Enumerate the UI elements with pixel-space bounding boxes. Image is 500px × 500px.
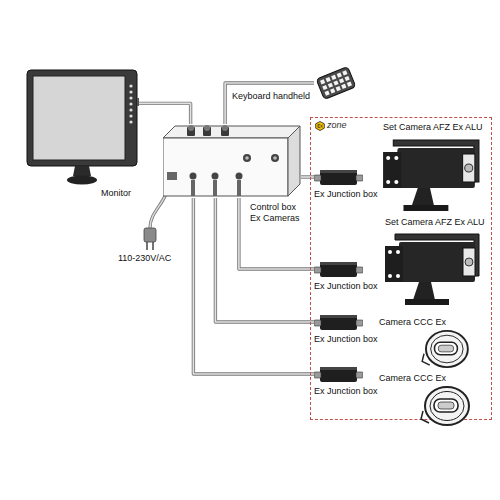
camera-ccc-label: Camera CCC Ex <box>379 317 446 328</box>
cable <box>139 103 191 124</box>
voltage-label: 110-230V/AC <box>118 253 171 264</box>
cable <box>301 177 314 178</box>
junction-box: Ex Junction box <box>314 259 363 279</box>
camera-afz-drawing <box>379 136 481 212</box>
keyboard: Keyboard handheld <box>314 66 358 100</box>
camera-ccc-label: Camera CCC Ex <box>379 373 446 384</box>
cable <box>215 198 314 322</box>
junction-box-drawing <box>314 167 363 187</box>
cable-stroke <box>225 83 314 124</box>
cable-stroke <box>139 103 191 124</box>
hazard-zone: zoneEx Junction boxSet Camera AFZ Ex ALU… <box>310 117 492 420</box>
junction-box-label: Ex Junction box <box>314 334 378 345</box>
cable-stroke <box>193 198 314 374</box>
cable-stroke <box>215 198 314 322</box>
cable-stroke <box>301 176 314 178</box>
junction-box: Ex Junction box <box>314 167 363 187</box>
cable-stroke <box>215 198 314 322</box>
camera-ccc-drawing <box>419 329 471 369</box>
monitor-label: Monitor <box>101 188 131 199</box>
keyboard-label: Keyboard handheld <box>232 91 310 102</box>
hazard-zone-label: zone <box>327 120 347 131</box>
junction-box: Ex Junction box <box>314 364 363 384</box>
cable <box>225 83 314 124</box>
cable <box>193 198 314 374</box>
camera-afz: Set Camera AFZ Ex ALU <box>379 136 481 212</box>
control-box-drawing <box>163 124 301 198</box>
cable-stroke <box>193 198 314 374</box>
camera-afz-label: Set Camera AFZ Ex ALU <box>383 122 483 133</box>
camera-afz: Set Camera AFZ Ex ALU <box>381 230 481 306</box>
control-box-label: Control box Ex Cameras <box>250 202 308 224</box>
keyboard-drawing <box>314 66 358 100</box>
cable-stroke <box>239 198 314 269</box>
camera-afz-drawing <box>381 230 481 306</box>
monitor: Monitor <box>25 68 139 186</box>
junction-box-drawing <box>314 364 363 384</box>
camera-ccc: Camera CCC Ex <box>419 385 471 427</box>
ex-symbol <box>315 121 325 131</box>
junction-box: Ex Junction box <box>314 312 363 332</box>
camera-ccc-drawing <box>419 385 471 427</box>
cable <box>239 198 314 269</box>
junction-box-label: Ex Junction box <box>314 386 378 397</box>
cable-stroke <box>301 175 314 178</box>
camera-ccc: Camera CCC Ex <box>419 329 471 369</box>
junction-box-drawing <box>314 312 363 332</box>
control-box: Control box Ex Cameras <box>163 124 301 198</box>
junction-box-drawing <box>314 259 363 279</box>
cable-stroke <box>239 198 314 269</box>
junction-box-label: Ex Junction box <box>314 189 378 200</box>
cable-stroke <box>225 83 314 124</box>
monitor-drawing <box>25 68 139 186</box>
junction-box-label: Ex Junction box <box>314 281 378 292</box>
camera-afz-label: Set Camera AFZ Ex ALU <box>385 217 485 228</box>
cable-stroke <box>139 103 191 124</box>
